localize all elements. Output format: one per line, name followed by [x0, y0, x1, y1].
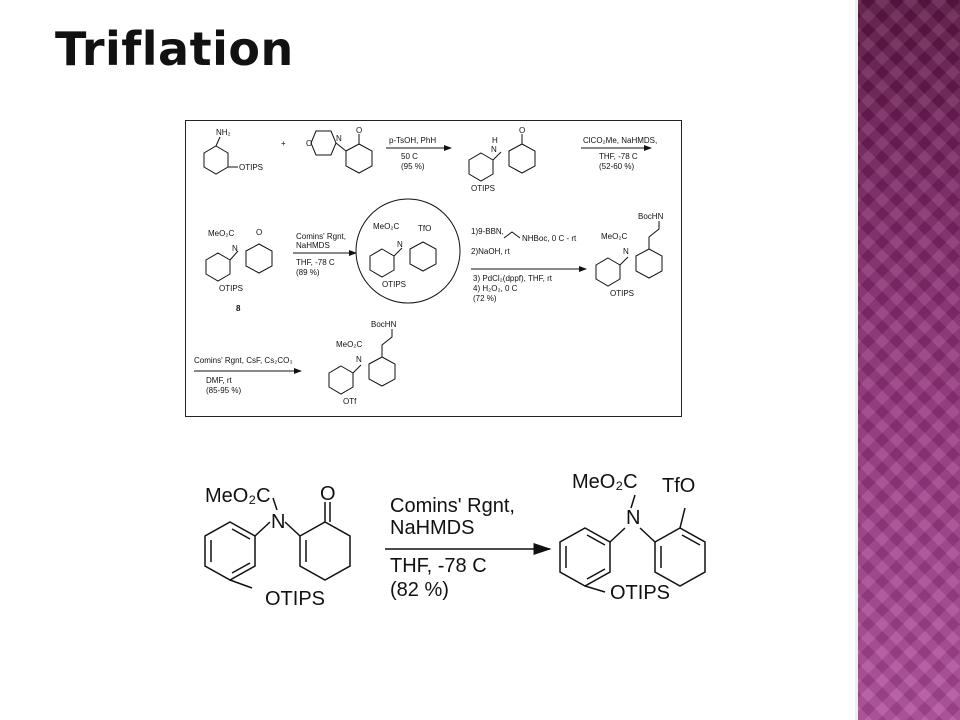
row1-prod-otips: OTIPS — [471, 184, 495, 193]
sm-cyclohexenone-ring — [299, 521, 351, 581]
row2-prod-n: N — [623, 247, 629, 256]
row1-arrow2-bottom2: (52-60 %) — [599, 162, 634, 171]
row3-prod-sidechain — [381, 329, 393, 357]
row2-sm-otips: OTIPS — [219, 284, 243, 293]
row1-prod-h: H — [492, 136, 498, 145]
row2-prod-benzene — [595, 257, 621, 287]
row2-mid-otips: OTIPS — [382, 280, 406, 289]
row2-mid-cyclohexadiene — [409, 241, 437, 272]
prod-cyclohexadiene-ring — [654, 527, 706, 587]
arrow-bottom2: (82 %) — [390, 579, 449, 601]
row2-mid-meo2c: MeO₂C — [373, 222, 399, 231]
row2-prod-meo2c: MeO₂C — [601, 232, 627, 241]
row3-prod-bochn: BocHN — [371, 320, 397, 329]
row2-arrow2-bottom2: 4) H₂O₂, 0 C — [473, 284, 518, 293]
row2-prod-otips: OTIPS — [610, 289, 634, 298]
row2-prod-cyclohexadiene — [635, 248, 663, 279]
triflation-reaction: MeO₂C O N OTIPS Comins' Rgnt, NaHMDS THF… — [180, 460, 740, 630]
row2-arrow2-nhboc: NHBoc, 0 C - rt — [522, 234, 577, 243]
row3-prod-cyclohexadiene — [368, 356, 396, 387]
prod-meo2c: MeO₂C — [572, 471, 638, 493]
row3-prod-otf: OTf — [343, 397, 357, 406]
row3-prod-benzene — [328, 365, 354, 395]
row2-sm-label: 8 — [236, 304, 241, 313]
prod-otips: OTIPS — [610, 582, 670, 604]
row2-arrow1-top1: Comins' Rgnt, — [296, 232, 346, 241]
prod-tfo: TfO — [662, 475, 695, 497]
row1-morpholine-ring — [310, 130, 337, 156]
row2-arrow2-top1: 1)9-BBN, — [471, 227, 504, 236]
row2-sm-cyclohexenone — [245, 243, 273, 274]
decorative-side-panel — [855, 0, 960, 720]
row2-sm-n: N — [232, 244, 238, 253]
row3-prod-n: N — [356, 355, 362, 364]
row2-sm-o: O — [256, 228, 262, 237]
row1-prod-n: N — [491, 145, 497, 154]
prod-benzene-ring — [559, 527, 611, 587]
row1-arrow1-bottom2: (95 %) — [401, 162, 425, 171]
arrow-top1: Comins' Rgnt, — [390, 495, 515, 517]
sm-meo2c: MeO₂C — [205, 485, 271, 507]
reaction-svg: MeO₂C O N OTIPS Comins' Rgnt, NaHMDS THF… — [204, 471, 706, 610]
row1-sm-otips: OTIPS — [239, 163, 263, 172]
row2-mid-benzene — [369, 248, 395, 278]
row2-sm-benzene — [205, 252, 231, 282]
row1-plus: + — [281, 139, 286, 148]
arrow-top2: NaHMDS — [390, 517, 474, 539]
sm-benzene-ring — [204, 521, 256, 581]
row1-morph-n: N — [336, 134, 342, 143]
row2-arrow2-top2: 2)NaOH, rt — [471, 247, 510, 256]
row1-product-cyclohexenone — [508, 143, 536, 174]
row2-arrow2-bottom3: (72 %) — [473, 294, 497, 303]
highlight-circle — [355, 198, 461, 304]
row1-sm-nh2: NH₂ — [216, 128, 231, 137]
row1-arrow1-bottom1: 50 C — [401, 152, 418, 161]
row3-arrow-top: Comins' Rgnt, CsF, Cs₂CO₃ — [194, 356, 293, 365]
row2-sm-meo2c: MeO₂C — [208, 229, 234, 238]
sm-n: N — [271, 511, 285, 533]
row2-arrow1-bottom1: THF, -78 C — [296, 258, 335, 267]
row3-arrow-bottom1: DMF, rt — [206, 376, 233, 385]
row1-arrow2-bottom1: THF, -78 C — [599, 152, 638, 161]
row1-morph-o: O — [306, 139, 312, 148]
row1-product-benzene — [468, 152, 494, 182]
arrow-bottom1: THF, -78 C — [390, 555, 487, 577]
row2-vinyl-bond — [503, 231, 521, 239]
sm-o: O — [320, 483, 336, 505]
row2-arrow2-bottom1: 3) PdCl₂(dppf), THF, rt — [473, 274, 553, 283]
row2-prod-bochn: BocHN — [638, 212, 664, 221]
prod-n: N — [626, 507, 640, 529]
row3-prod-meo2c: MeO₂C — [336, 340, 362, 349]
row2-arrow1-top2: NaHMDS — [296, 241, 330, 250]
row1-benzene-ring — [203, 145, 229, 175]
row1-arrow2-top: ClCO₂Me, NaHMDS, — [583, 136, 657, 145]
row2-arrow1-bottom2: (89 %) — [296, 268, 320, 277]
row2-mid-tfo: TfO — [418, 224, 431, 233]
row1-arrow1-top: p-TsOH, PhH — [389, 136, 436, 145]
scheme-svg: NH₂ OTIPS + O N O p-TsOH, PhH 50 C (95 %… — [194, 126, 664, 406]
sm-otips: OTIPS — [265, 588, 325, 610]
row1-prod-o: O — [519, 126, 525, 135]
synthesis-scheme: NH₂ OTIPS + O N O p-TsOH, PhH 50 C (95 %… — [185, 120, 682, 417]
row2-mid-n: N — [397, 240, 403, 249]
row2-prod-sidechain — [648, 221, 660, 249]
row1-ketone-o: O — [356, 126, 362, 135]
slide-title: Triflation — [55, 22, 294, 76]
row1-cyclohexenone-ring — [345, 143, 373, 174]
row3-arrow-bottom2: (85-95 %) — [206, 386, 241, 395]
